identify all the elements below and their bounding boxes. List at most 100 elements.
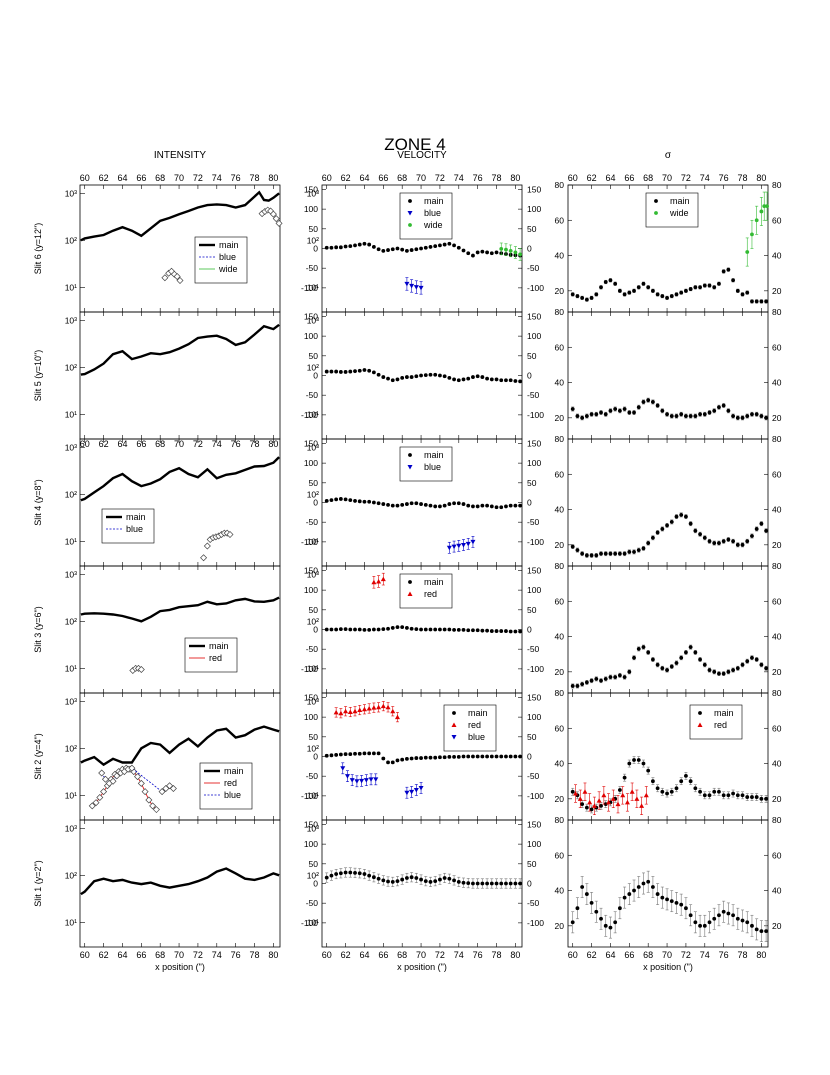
velocity-tick-label-left: 150: [304, 184, 318, 194]
main-point: [433, 372, 438, 377]
wide-diamond-marker: [275, 219, 283, 227]
blue-triangle-point: [373, 777, 379, 782]
main-point: [518, 754, 523, 759]
main-point: [660, 895, 665, 900]
main-point: [721, 671, 726, 676]
sigma-tick-label-right: 80: [772, 180, 782, 190]
red-triangle-point: [352, 708, 358, 714]
main-point: [646, 879, 651, 884]
main-point: [580, 415, 585, 420]
main-point: [632, 758, 636, 762]
main-point: [343, 752, 348, 757]
red-triangle-point: [380, 703, 386, 709]
main-point: [442, 876, 447, 880]
velocity-tick-label-right: -50: [527, 771, 540, 781]
main-point: [674, 786, 679, 791]
main-point: [471, 754, 475, 759]
main-point: [423, 755, 428, 760]
blue-triangle-point: [413, 787, 419, 793]
main-point: [353, 751, 357, 756]
x-tick-label-top: 74: [212, 173, 222, 183]
main-point: [608, 551, 613, 556]
wide-diamond-marker: [269, 210, 277, 218]
figure-title: ZONE 4: [384, 135, 445, 154]
main-point: [731, 278, 735, 283]
main-point: [381, 502, 386, 506]
x-tick-label-top: 74: [454, 173, 464, 183]
main-point: [707, 793, 712, 798]
main-point: [613, 407, 618, 411]
velocity-tick-label-right: -100: [527, 537, 544, 547]
main-point: [494, 505, 499, 510]
x-tick-label-bottom: 74: [700, 950, 710, 960]
main-point: [584, 297, 589, 302]
intensity-tick-label: 10²: [65, 743, 77, 753]
main-point: [740, 542, 745, 547]
main-point: [334, 627, 339, 632]
x-tick-label-inner: 76: [231, 439, 241, 449]
legend-label-red: red: [209, 653, 222, 663]
red-diamond-marker: [149, 802, 157, 810]
x-tick-label-bottom: 78: [492, 950, 502, 960]
legend-label-main: main: [714, 708, 734, 718]
wide-point: [759, 209, 764, 214]
main-point: [599, 410, 603, 415]
plot-sigma-slit-3: [570, 644, 769, 689]
main-point: [485, 376, 489, 381]
main-point: [655, 786, 660, 791]
x-tick-label-top: 72: [193, 173, 203, 183]
velocity-tick-label-right: 0: [527, 498, 532, 508]
main-point: [390, 626, 395, 630]
red-triangle-point: [634, 796, 640, 801]
main-intensity-line: [80, 725, 280, 767]
red-diamond-marker: [137, 779, 145, 787]
main-point: [456, 754, 461, 759]
sigma-tick-label-right: 20: [772, 540, 782, 550]
wide-point: [508, 248, 513, 253]
panel-frame-intensity: [79, 819, 281, 948]
main-point: [589, 412, 594, 417]
sigma-tick-label-left: 40: [555, 632, 565, 642]
main-point: [499, 505, 504, 510]
column-title-sigma: σ: [665, 150, 672, 161]
velocity-tick-label-left: -50: [306, 263, 319, 273]
main-point: [679, 655, 684, 660]
main-point: [447, 754, 452, 759]
main-point: [475, 881, 480, 886]
main-point: [750, 299, 754, 304]
main-point: [764, 796, 769, 801]
main-point: [712, 916, 717, 921]
main-point: [717, 913, 721, 918]
main-point: [338, 871, 343, 876]
main-point: [641, 400, 646, 404]
main-point: [371, 370, 376, 375]
main-point: [698, 711, 702, 715]
main-point: [745, 920, 750, 925]
sigma-tick-label-left: 80: [555, 180, 565, 190]
velocity-tick-label-left: 50: [309, 351, 319, 361]
red-diamond-marker: [92, 799, 100, 807]
main-point: [494, 881, 499, 886]
main-point: [357, 871, 362, 876]
red-diamond-marker: [152, 806, 160, 814]
main-point: [622, 775, 627, 780]
main-point: [669, 899, 674, 904]
main-point: [405, 248, 409, 253]
main-point: [636, 548, 641, 553]
main-point: [575, 294, 580, 299]
main-point: [461, 248, 466, 253]
main-point: [348, 498, 353, 503]
main-point: [754, 795, 759, 799]
velocity-tick-label-right: 50: [527, 732, 537, 742]
main-point: [329, 498, 334, 503]
main-point: [717, 281, 721, 286]
x-axis-label: x position ("): [643, 962, 693, 972]
main-point: [423, 373, 428, 378]
main-point: [679, 290, 684, 295]
legend-box: [399, 573, 453, 609]
main-point: [636, 285, 641, 290]
main-point: [764, 666, 769, 671]
x-tick-label-top: 64: [605, 173, 615, 183]
main-point: [721, 539, 726, 544]
